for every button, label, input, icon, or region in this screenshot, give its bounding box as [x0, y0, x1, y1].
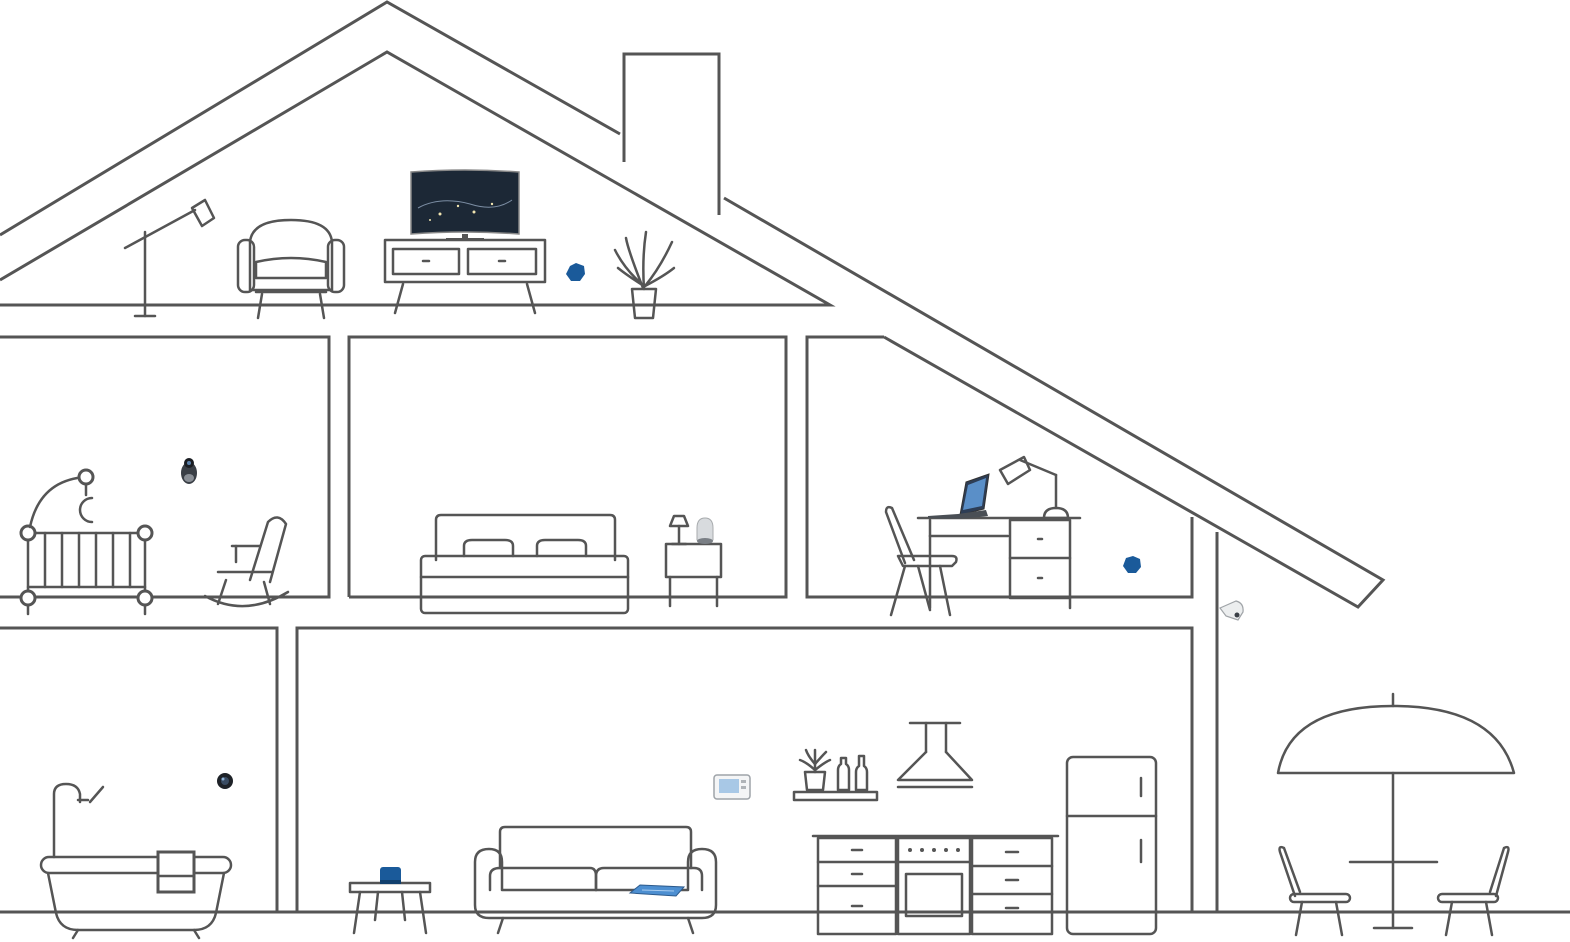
potted-plant [613, 230, 676, 320]
outdoor-camera-icon[interactable] [1219, 600, 1244, 621]
kitchen-shelf [792, 748, 879, 802]
floor-lamp [123, 198, 216, 318]
roof [0, 0, 1386, 609]
second-floor-walls [0, 335, 1194, 599]
kitchen-counter [811, 834, 1060, 936]
desk-chair [884, 505, 958, 617]
smart-speaker-icon[interactable] [696, 517, 714, 544]
laptop-icon[interactable] [928, 473, 990, 519]
hexagon-node-icon[interactable] [566, 263, 585, 281]
patio-chair-right [1436, 845, 1510, 937]
tv-stand [383, 238, 547, 315]
rocking-chair [203, 516, 290, 608]
bathtub [39, 782, 233, 940]
touch-panel-icon[interactable] [713, 774, 751, 800]
hexagon-node-icon[interactable] [1123, 556, 1141, 573]
sofa [473, 825, 718, 935]
dome-camera-icon[interactable] [217, 773, 233, 789]
range-hood [896, 721, 974, 789]
tablet-icon[interactable] [628, 884, 686, 897]
router-icon[interactable] [380, 867, 401, 884]
desk-lamp [998, 455, 1070, 520]
indoor-camera-icon[interactable] [181, 458, 197, 484]
armchair [236, 218, 346, 320]
first-floor-walls [0, 532, 1570, 914]
crib [19, 468, 154, 616]
nightstand [664, 514, 723, 608]
refrigerator [1065, 755, 1158, 936]
patio-chair-left [1278, 845, 1352, 937]
side-table [348, 881, 432, 935]
patio-umbrella [1276, 692, 1516, 930]
bed [419, 513, 630, 615]
desk [916, 516, 1082, 610]
tv-icon[interactable] [410, 169, 520, 240]
